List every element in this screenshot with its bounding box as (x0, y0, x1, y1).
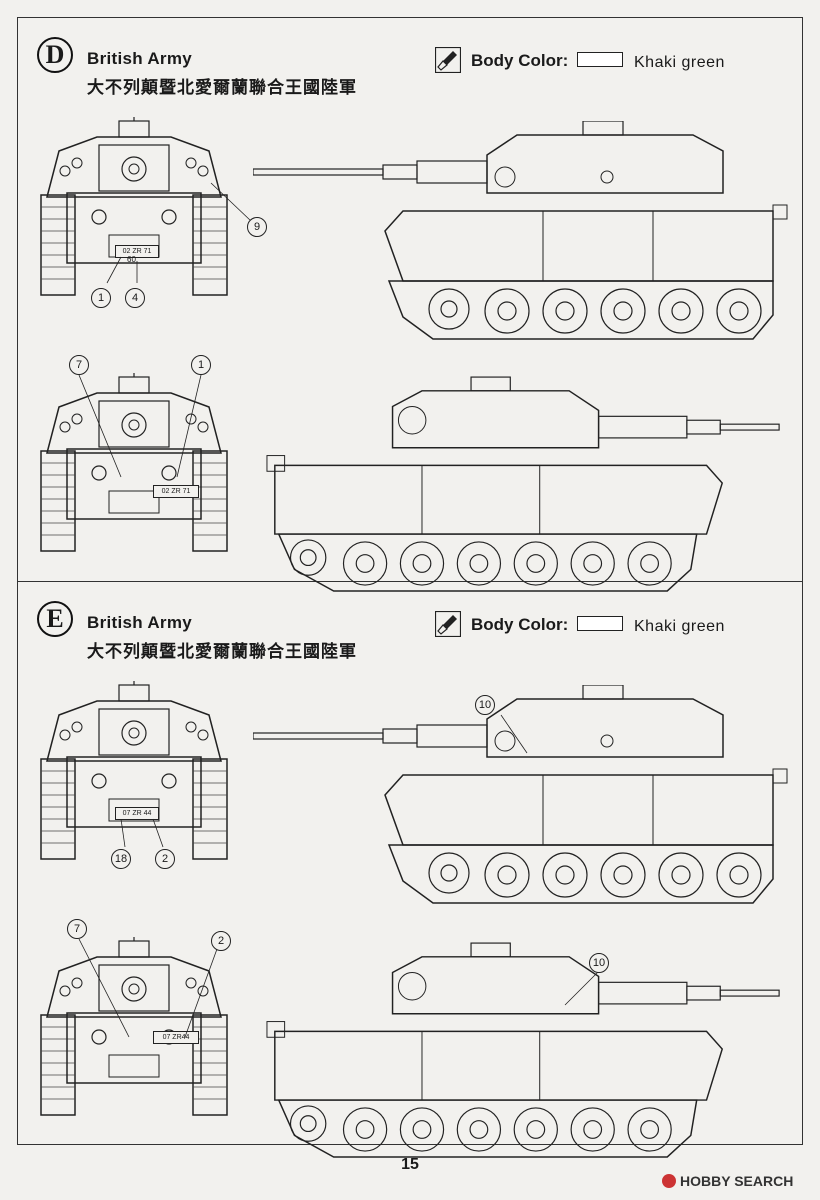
callout-7: 7 (69, 355, 89, 375)
callout-10-rear: 10 (589, 953, 609, 973)
callout-4: 4 (125, 288, 145, 308)
front-view-drawing: 07 ZR 44 (37, 681, 231, 865)
front-leader-lines (106, 182, 252, 284)
body-color-name: Khaki green (634, 54, 725, 71)
callout-18: 18 (111, 849, 131, 869)
scheme-letter-badge: E (37, 601, 73, 637)
watermark: HOBBY SEARCH (662, 1173, 793, 1189)
army-name-cn: 大不列顛暨北愛爾蘭聯合王國陸軍 (87, 78, 357, 97)
callout-2: 2 (155, 849, 175, 869)
callout-9: 9 (247, 217, 267, 237)
rear-leader-lines (78, 374, 202, 478)
rear-view-drawing: 07 ZR44 (37, 937, 231, 1121)
callout-2-rear: 2 (211, 931, 231, 951)
callout-7: 7 (67, 919, 87, 939)
front-plate: 07 ZR 44 (115, 807, 159, 820)
front-plate: 02 ZR 71 (115, 245, 159, 258)
front-plate-sub: 60 (127, 255, 136, 264)
callout-1: 1 (91, 288, 111, 308)
rear-plate: 02 ZR 71 (153, 485, 199, 498)
side-view-right-drawing (265, 375, 785, 595)
scheme-letter-badge: D (37, 37, 73, 73)
body-color-name: Khaki green (634, 618, 725, 635)
front-view-drawing: 02 ZR 71 60 (37, 117, 231, 301)
rear-plate: 07 ZR44 (153, 1031, 199, 1044)
front-leader-lines (120, 714, 528, 848)
page-number: 15 (401, 1156, 419, 1173)
watermark-text: HOBBY SEARCH (680, 1173, 794, 1189)
body-color-swatch (577, 616, 623, 631)
army-name-en: British Army (87, 613, 192, 632)
scheme-e: E British Army 大不列顛暨北愛爾蘭聯合王國陸軍 Body Colo… (17, 581, 803, 1158)
rear-view-drawing: 02 ZR 71 (37, 373, 231, 557)
body-color-label: Body Color: (471, 615, 569, 634)
rear-leader-lines (78, 938, 600, 1038)
army-name-en: British Army (87, 49, 192, 68)
side-view-right-drawing (265, 941, 785, 1161)
callout-1-rear: 1 (191, 355, 211, 375)
scheme-d: D British Army 大不列顛暨北愛爾蘭聯合王國陸軍 Body Colo… (17, 17, 803, 592)
hobby-search-logo-icon (662, 1174, 676, 1188)
army-name-cn: 大不列顛暨北愛爾蘭聯合王國陸軍 (87, 642, 357, 661)
body-color-swatch (577, 52, 623, 67)
callout-10: 10 (475, 695, 495, 715)
body-color-label: Body Color: (471, 51, 569, 70)
